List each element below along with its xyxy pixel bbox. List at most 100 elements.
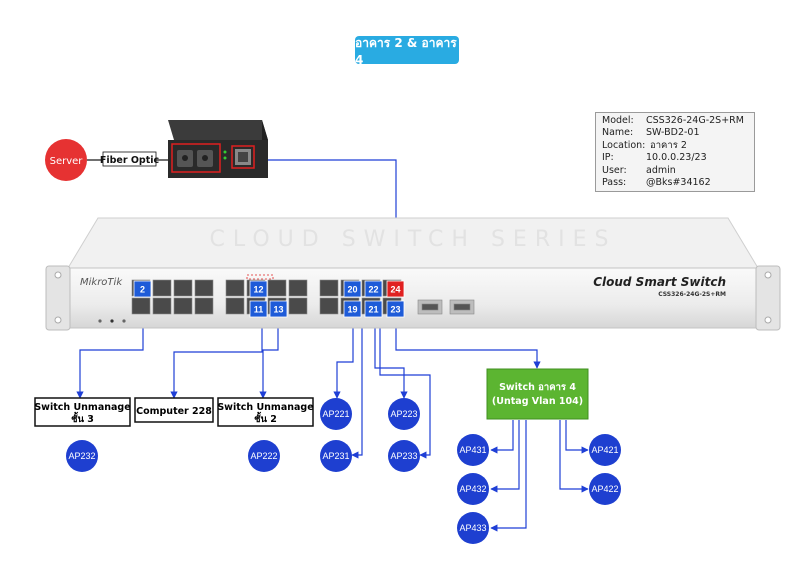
info-value: 10.0.0.23/23 <box>646 152 707 164</box>
fiber-label: Fiber Optic <box>100 155 159 166</box>
diagram-title: อาคาร 2 & อาคาร 4 <box>355 36 459 67</box>
line-port21-to-ap233 <box>379 318 431 459</box>
line-sw4-to-ap422 <box>559 420 589 493</box>
ap433-circle <box>457 512 489 544</box>
ap432-circle <box>457 473 489 505</box>
ap223-label: AP223 <box>390 409 417 419</box>
switch-model: CSS326-24G-2S+RM <box>658 291 726 298</box>
line-port12-to-computer <box>170 318 263 399</box>
device-info-box: Model: CSS326-24G-2S+RM Name: SW-BD2-01 Lo… <box>595 112 755 192</box>
line-port19-to-ap231 <box>351 318 363 459</box>
computer-label: Computer 228 <box>136 406 212 417</box>
fiber-port-highlight <box>171 143 221 173</box>
server-node: Server <box>45 139 87 181</box>
line-port20-to-ap221 <box>333 318 354 399</box>
ap221-circle <box>320 398 352 430</box>
info-key: User: <box>602 164 627 176</box>
ap231-label: AP231 <box>322 451 349 461</box>
info-value: CSS326-24G-2S+RM <box>646 115 744 126</box>
switch-building4-line2: (Untag Vlan 104) <box>492 396 583 407</box>
switch-brand: MikroTik <box>80 277 123 288</box>
rj45-port-highlight <box>231 145 255 169</box>
switch-unmanage-3-box: Switch Unmanage ชั้น 3 <box>34 397 131 427</box>
line-sw4-to-ap432 <box>490 420 520 493</box>
ap431-label: AP431 <box>459 445 486 455</box>
ap421-label: AP421 <box>591 445 618 455</box>
port-24 <box>386 280 405 298</box>
switch-unmanage-3-line2: ชั้น 3 <box>71 411 94 425</box>
computer-box: Computer 228 <box>134 397 214 423</box>
switch-unmanage-2-line2: ชั้น 2 <box>254 411 277 425</box>
mikrotik-switch: CLOUD SWITCH SERIES MikroTik Cloud Smart… <box>45 217 781 331</box>
ap222-label: AP222 <box>250 451 277 461</box>
switch-unmanage-2-box: Switch Unmanage ชั้น 2 <box>217 397 314 427</box>
ap422-label: AP422 <box>591 484 618 494</box>
switch-unmanage-3-line1: Switch Unmanage <box>34 402 130 413</box>
ap421-circle <box>589 434 621 466</box>
access-points: AP232 AP222 AP221 AP231 AP223 AP233 AP43… <box>66 398 621 544</box>
info-row-user: User: admin <box>602 165 748 177</box>
info-row-location: Location: อาคาร 2 <box>602 140 748 152</box>
port-11 <box>249 300 268 318</box>
line-sw4-to-ap433 <box>490 420 527 532</box>
port-20 <box>343 280 362 298</box>
info-value: admin <box>646 164 676 176</box>
port-2 <box>133 280 152 298</box>
line-port23-to-sw4 <box>395 318 541 369</box>
ap233-circle <box>388 440 420 472</box>
server-circle <box>45 139 87 181</box>
port-21-label: 21 <box>368 305 378 315</box>
port-13 <box>269 300 288 318</box>
switch-unmanage-2-line1: Switch Unmanage <box>217 402 313 413</box>
port-23-label: 23 <box>390 305 400 315</box>
info-value: @Bks#34162 <box>646 177 711 189</box>
switch-product-name: Cloud Smart Switch <box>593 275 726 289</box>
port-24-label: 24 <box>390 285 400 295</box>
port-23 <box>386 300 405 318</box>
line-port13-to-switch2 <box>259 318 279 399</box>
ap222-circle <box>248 440 280 472</box>
ap232-circle <box>66 440 98 472</box>
switch-building4-line1: Switch อาคาร 4 <box>499 382 576 393</box>
ap221-label: AP221 <box>322 409 349 419</box>
ap431-circle <box>457 434 489 466</box>
info-row-name: Name: SW-BD2-01 <box>602 127 748 139</box>
port-12 <box>249 280 268 298</box>
highlighted-ports: 2 12 11 13 20 19 22 21 24 23 <box>133 280 405 318</box>
port-20-label: 20 <box>347 285 357 295</box>
connection-lines <box>76 159 589 532</box>
port-13-label: 13 <box>273 305 283 315</box>
port-12-label: 12 <box>253 285 263 295</box>
info-key: Name: <box>602 127 634 139</box>
port-11-label: 11 <box>254 305 264 315</box>
info-value: อาคาร 2 <box>650 139 687 151</box>
server-label: Server <box>50 156 84 167</box>
line-port22-to-ap223 <box>374 318 408 399</box>
switch-watermark: CLOUD SWITCH SERIES <box>210 227 617 252</box>
ap223-circle <box>388 398 420 430</box>
sfp-ports <box>417 299 475 315</box>
port-21 <box>364 300 383 318</box>
ap422-circle <box>589 473 621 505</box>
info-key: Pass: <box>602 177 627 189</box>
switch-building4-box: Switch อาคาร 4 (Untag Vlan 104) <box>486 368 589 420</box>
line-port2-to-switch3 <box>76 318 144 399</box>
port-2-label: 2 <box>140 285 145 295</box>
media-converter <box>168 120 268 178</box>
port-22 <box>364 280 383 298</box>
ap433-label: AP433 <box>459 523 486 533</box>
line-sw4-to-ap421 <box>565 420 589 454</box>
port-19-label: 19 <box>347 305 357 315</box>
info-key: Model: <box>602 115 634 126</box>
info-key: Location: <box>602 139 646 151</box>
info-row-ip: IP:10.0.0.23/23 <box>602 152 748 164</box>
info-value: SW-BD2-01 <box>646 127 700 139</box>
fiber-label-box <box>102 151 157 167</box>
ap232-label: AP232 <box>68 451 95 461</box>
port-22-label: 22 <box>368 285 378 295</box>
ap432-label: AP432 <box>459 484 486 494</box>
ap233-label: AP233 <box>390 451 417 461</box>
ap231-circle <box>320 440 352 472</box>
port-19 <box>343 300 362 318</box>
